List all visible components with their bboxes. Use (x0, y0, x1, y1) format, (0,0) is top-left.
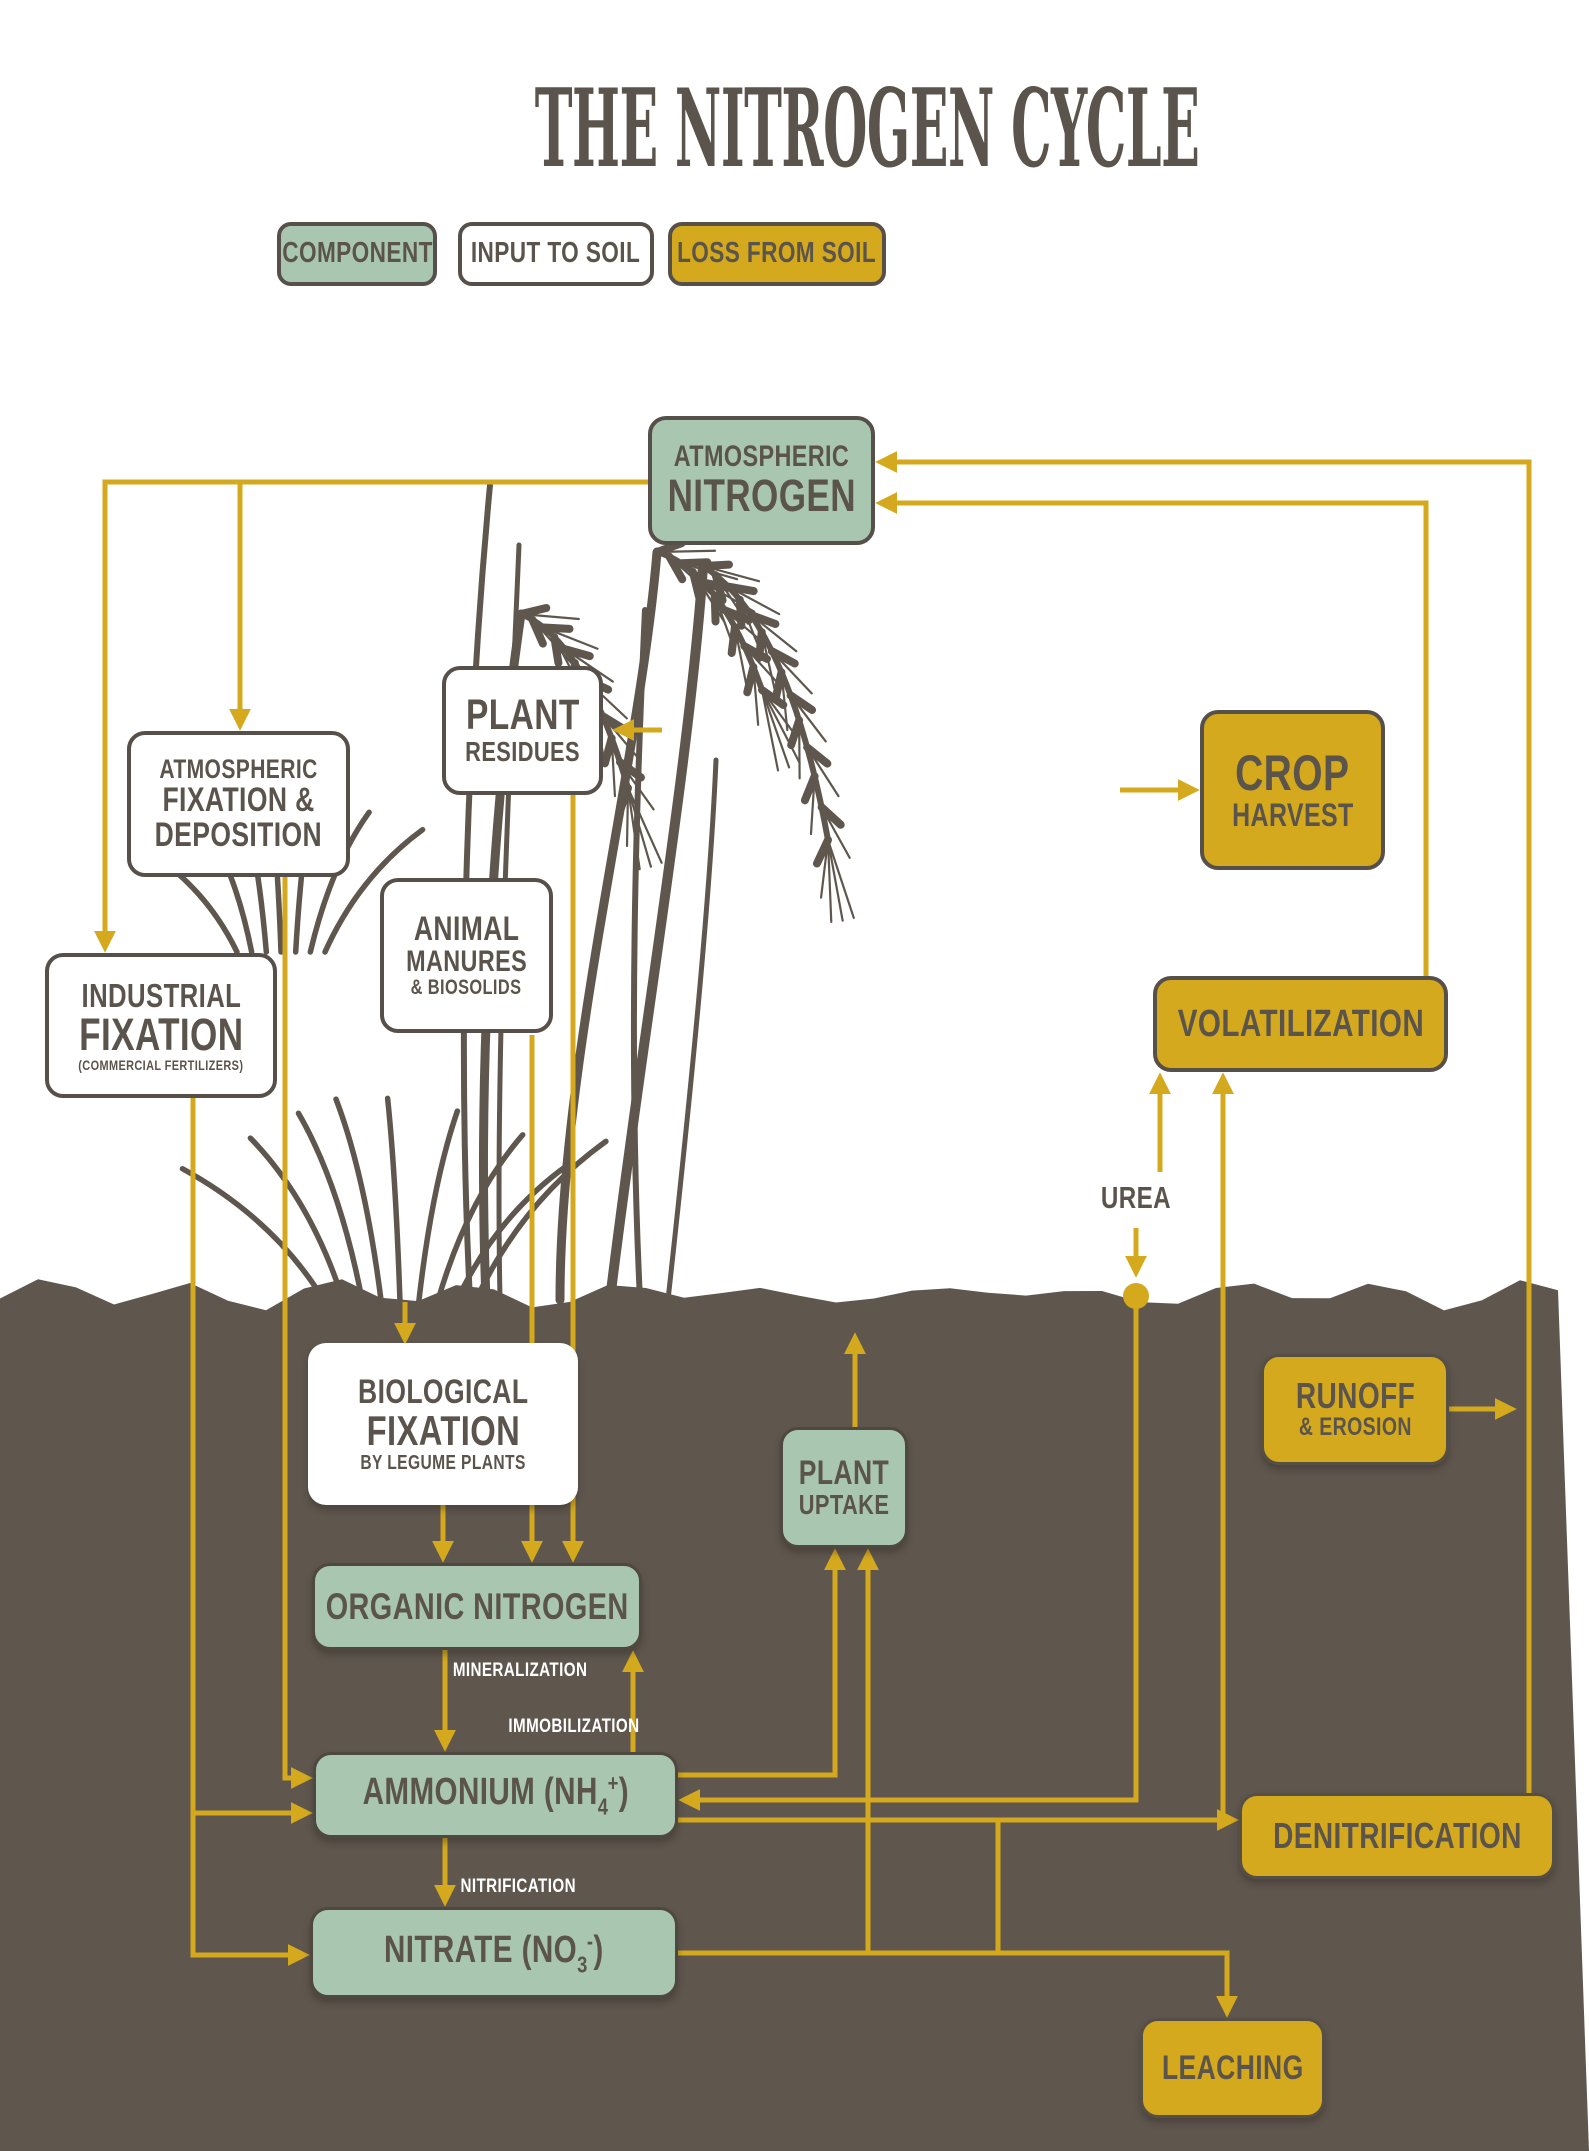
arrow-urea-to-ammonium (678, 1296, 1139, 1812)
node-biological-fixation: BIOLOGICAL FIXATION BY LEGUME PLANTS (308, 1343, 578, 1505)
arrow-denitrification-to-atmN (875, 450, 1532, 1793)
node-plant-residues: PLANT RESIDUES (442, 666, 603, 795)
legend-component: COMPONENT (277, 222, 437, 286)
node-volatilization: VOLATILIZATION (1153, 976, 1448, 1072)
node-crop-harvest: CROP HARVEST (1200, 710, 1385, 870)
node-leaching: LEACHING (1140, 2018, 1325, 2118)
arrow-atm-fixation-to-ammonium (282, 877, 313, 1790)
label-nitrification: NITRIFICATION (460, 1876, 576, 1897)
node-denitrification: DENITRIFICATION (1239, 1793, 1555, 1879)
node-atmospheric-fixation-deposition: ATMOSPHERIC FIXATION & DEPOSITION (127, 731, 350, 877)
arrow-volatilization-to-atmN (875, 491, 1429, 976)
page-title: THE NITROGEN CYCLE (534, 66, 1200, 192)
label-urea: UREA (1100, 1180, 1172, 1215)
legend-loss-from-soil: LOSS FROM SOIL (668, 222, 886, 286)
node-organic-nitrogen: ORGANIC NITROGEN (312, 1563, 642, 1650)
node-animal-manures-biosolids: ANIMAL MANURES & BIOSOLIDS (380, 878, 553, 1033)
node-plant-uptake: PLANT UPTAKE (780, 1427, 908, 1548)
label-immobilization: IMMOBILIZATION (508, 1716, 640, 1737)
node-ammonium: AMMONIUM (NH4+) (313, 1752, 678, 1838)
node-atmospheric-nitrogen: ATMOSPHERIC NITROGEN (648, 416, 875, 545)
legend-input-to-soil: INPUT TO SOIL (458, 222, 654, 286)
arrow-nitrate-to-leaching (678, 1950, 1239, 2018)
arrow-atmN-to-industrial-fixation (93, 479, 648, 953)
node-runoff-erosion: RUNOFF & EROSION (1261, 1354, 1449, 1465)
label-mineralization: MINERALIZATION (452, 1660, 588, 1681)
node-nitrate: NITRATE (NO3-) (310, 1907, 678, 1998)
node-industrial-fixation: INDUSTRIAL FIXATION (COMMERCIAL FERTILIZ… (45, 953, 277, 1098)
urea-droplet-dot (1123, 1283, 1149, 1309)
arrow-ammonium-to-plant-uptake (678, 1548, 847, 1778)
arrow-industrial-fixation-to-nitrate (190, 1098, 310, 1967)
